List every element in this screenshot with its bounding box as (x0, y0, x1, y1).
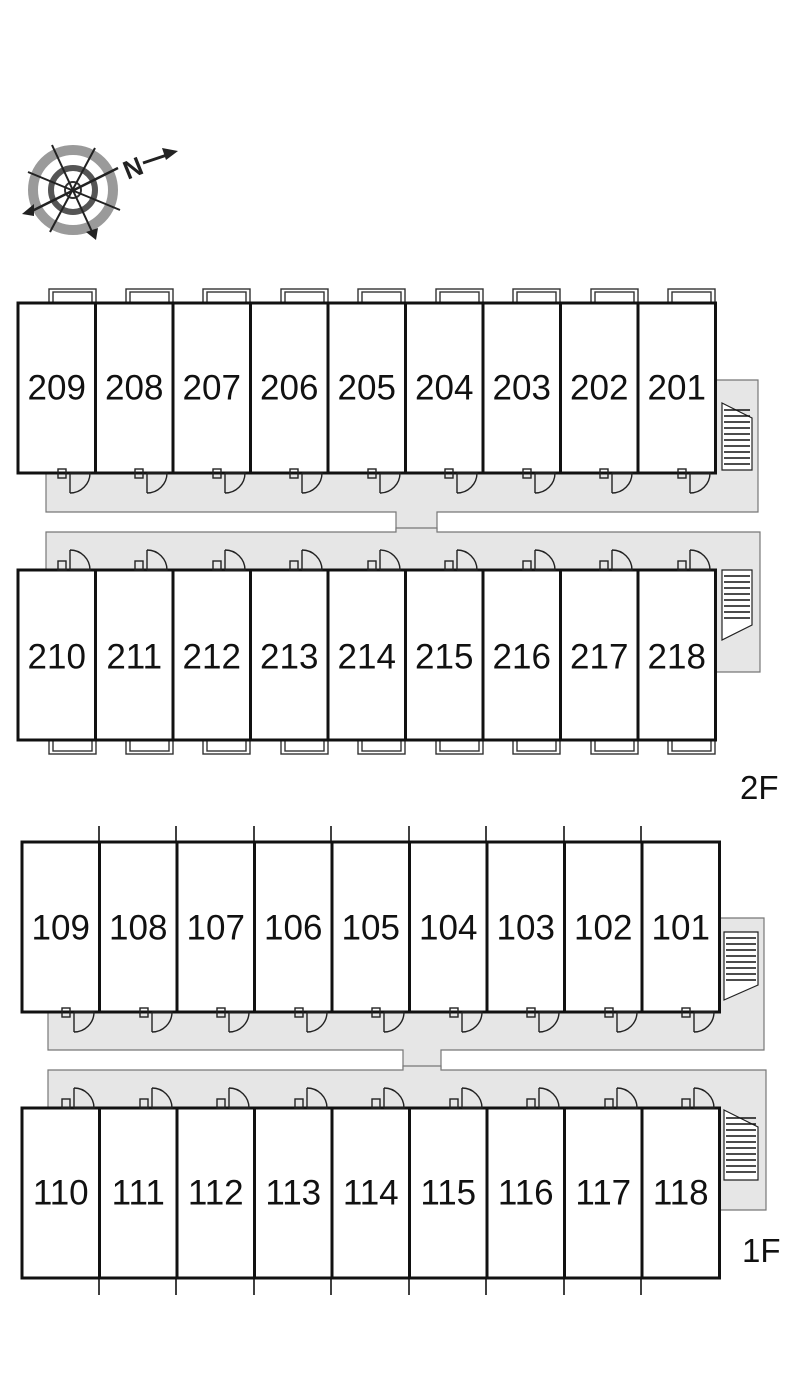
unit-115[interactable]: 115 (408, 1106, 489, 1280)
unit-107[interactable]: 107 (175, 840, 256, 1014)
unit-106[interactable]: 106 (253, 840, 334, 1014)
unit-number: 109 (32, 909, 90, 948)
unit-number: 211 (106, 638, 162, 677)
unit-104[interactable]: 104 (408, 840, 489, 1014)
unit-118[interactable]: 118 (640, 1106, 721, 1280)
unit-number: 215 (415, 638, 473, 677)
unit-101[interactable]: 101 (640, 840, 721, 1014)
unit-110[interactable]: 110 (20, 1106, 101, 1280)
stairs-1f-upper[interactable] (723, 931, 759, 1001)
unit-number: 204 (415, 369, 473, 408)
unit-109[interactable]: 109 (20, 840, 101, 1014)
balconies-2f-bottom (48, 739, 716, 755)
unit-number: 105 (342, 909, 400, 948)
unit-number: 212 (183, 638, 241, 677)
unit-row-2f-top: 209 208 207 206 205 204 203 202 201 (16, 301, 717, 475)
unit-number: 216 (493, 638, 551, 677)
doors-1f-bottom (61, 1087, 715, 1109)
doors-2f-top (57, 468, 711, 494)
unit-105[interactable]: 105 (330, 840, 411, 1014)
stairs-2f-upper[interactable] (721, 402, 753, 471)
unit-number: 210 (28, 638, 86, 677)
floor-label-2f: 2F (740, 769, 779, 806)
unit-201[interactable]: 201 (636, 301, 717, 475)
unit-218[interactable]: 218 (636, 568, 717, 742)
unit-204[interactable]: 204 (404, 301, 485, 475)
unit-number: 112 (188, 1174, 244, 1213)
unit-108[interactable]: 108 (98, 840, 179, 1014)
north-arrow-icon (142, 148, 178, 165)
unit-203[interactable]: 203 (481, 301, 562, 475)
unit-213[interactable]: 213 (249, 568, 330, 742)
unit-number: 104 (419, 909, 477, 948)
unit-205[interactable]: 205 (326, 301, 407, 475)
doors-2f-bottom (57, 549, 711, 571)
floor-label-1f: 1F (742, 1232, 781, 1269)
unit-102[interactable]: 102 (563, 840, 644, 1014)
compass-icon: N (22, 144, 178, 240)
unit-number: 110 (33, 1174, 89, 1213)
unit-209[interactable]: 209 (16, 301, 97, 475)
unit-number: 118 (653, 1174, 709, 1213)
floor-1f: 109 108 107 106 105 104 103 102 101 110 … (20, 826, 781, 1295)
unit-number: 201 (648, 369, 706, 408)
unit-number: 202 (570, 369, 628, 408)
unit-number: 203 (493, 369, 551, 408)
stairs-2f-lower[interactable] (721, 569, 753, 641)
unit-number: 116 (498, 1174, 554, 1213)
unit-208[interactable]: 208 (94, 301, 175, 475)
unit-number: 113 (265, 1174, 321, 1213)
unit-215[interactable]: 215 (404, 568, 485, 742)
unit-number: 213 (260, 638, 318, 677)
unit-number: 117 (575, 1174, 631, 1213)
unit-117[interactable]: 117 (563, 1106, 644, 1280)
floor-2f: 209 208 207 206 205 204 203 202 201 210 … (16, 288, 779, 806)
unit-number: 214 (338, 638, 396, 677)
unit-number: 114 (343, 1174, 399, 1213)
unit-206[interactable]: 206 (249, 301, 330, 475)
unit-112[interactable]: 112 (175, 1106, 256, 1280)
column-ticks-1f (98, 826, 642, 1295)
unit-number: 115 (420, 1174, 476, 1213)
unit-216[interactable]: 216 (481, 568, 562, 742)
unit-number: 218 (648, 638, 706, 677)
unit-211[interactable]: 211 (94, 568, 175, 742)
unit-116[interactable]: 116 (485, 1106, 566, 1280)
stairs-1f-lower[interactable] (723, 1109, 759, 1181)
unit-number: 111 (112, 1174, 165, 1213)
compass-north-label: N (119, 151, 148, 186)
unit-number: 103 (497, 909, 555, 948)
unit-114[interactable]: 114 (330, 1106, 411, 1280)
unit-row-1f-top: 109 108 107 106 105 104 103 102 101 (20, 840, 721, 1014)
unit-113[interactable]: 113 (253, 1106, 334, 1280)
unit-207[interactable]: 207 (171, 301, 252, 475)
unit-212[interactable]: 212 (171, 568, 252, 742)
unit-number: 205 (338, 369, 396, 408)
unit-217[interactable]: 217 (559, 568, 640, 742)
unit-214[interactable]: 214 (326, 568, 407, 742)
unit-103[interactable]: 103 (485, 840, 566, 1014)
unit-202[interactable]: 202 (559, 301, 640, 475)
unit-number: 217 (570, 638, 628, 677)
unit-number: 106 (264, 909, 322, 948)
unit-number: 108 (109, 909, 167, 948)
unit-number: 206 (260, 369, 318, 408)
balconies-2f-top (48, 288, 716, 304)
unit-number: 101 (652, 909, 710, 948)
unit-row-1f-bottom: 110 111 112 113 114 115 116 117 118 (20, 1106, 721, 1280)
unit-number: 107 (187, 909, 245, 948)
unit-number: 102 (574, 909, 632, 948)
unit-number: 207 (183, 369, 241, 408)
unit-111[interactable]: 111 (98, 1106, 179, 1280)
unit-number: 208 (105, 369, 163, 408)
doors-1f-top (61, 1007, 715, 1033)
unit-210[interactable]: 210 (16, 568, 97, 742)
unit-row-2f-bottom: 210 211 212 213 214 215 216 217 218 (16, 568, 717, 742)
unit-number: 209 (28, 369, 86, 408)
